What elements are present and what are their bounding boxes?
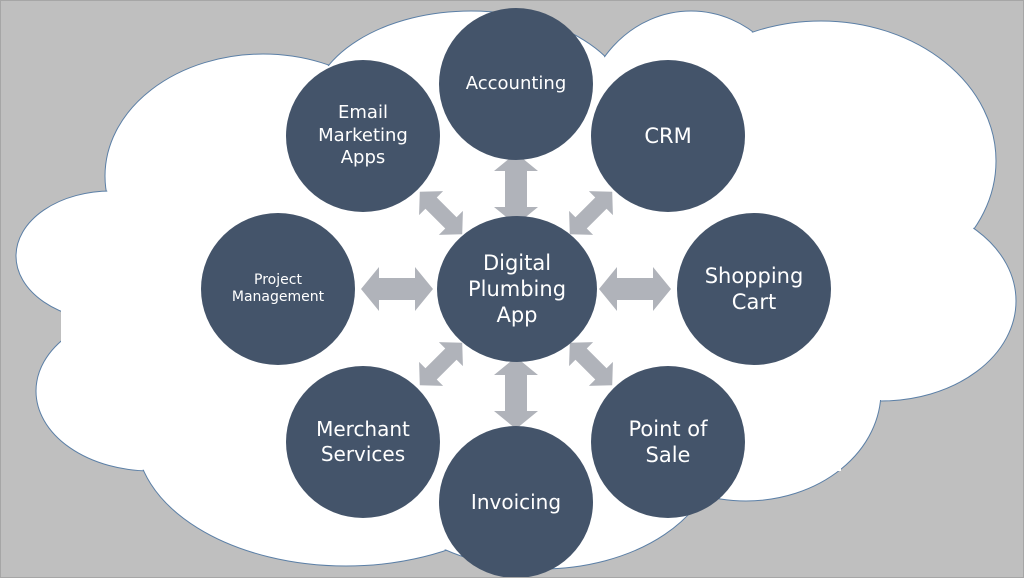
node-accounting: Accounting (439, 8, 593, 160)
horizontal-double-arrow-icon (599, 267, 671, 311)
node-label: Shopping Cart (704, 263, 804, 314)
vertical-double-arrow-icon (494, 153, 538, 225)
node-merchant-services: Merchant Services (286, 366, 440, 518)
vertical-double-arrow-icon (494, 357, 538, 429)
node-label: Email Marketing Apps (318, 102, 408, 169)
node-email-marketing-apps: Email Marketing Apps (286, 60, 440, 212)
node-point-of-sale: Point of Sale (591, 366, 745, 518)
node-label: Invoicing (470, 489, 562, 514)
node-label: Accounting (465, 72, 567, 94)
diagonal-double-arrow-icon (569, 342, 613, 386)
node-crm: CRM (591, 60, 745, 212)
node-label: Merchant Services (316, 417, 410, 466)
node-label: CRM (644, 123, 692, 148)
node-label: Point of Sale (628, 416, 708, 467)
node-invoicing: Invoicing (439, 426, 593, 577)
center-node-digital-plumbing-app: Digital Plumbing App (437, 216, 597, 362)
node-project-management: Project Management (201, 213, 355, 365)
node-label: Project Management (231, 271, 325, 306)
center-node-label: Digital Plumbing App (467, 250, 567, 328)
diagonal-double-arrow-icon (419, 191, 463, 235)
horizontal-double-arrow-icon (361, 267, 433, 311)
node-shopping-cart: Shopping Cart (677, 213, 831, 365)
diagonal-double-arrow-icon (569, 191, 613, 235)
diagonal-double-arrow-icon (419, 342, 463, 386)
